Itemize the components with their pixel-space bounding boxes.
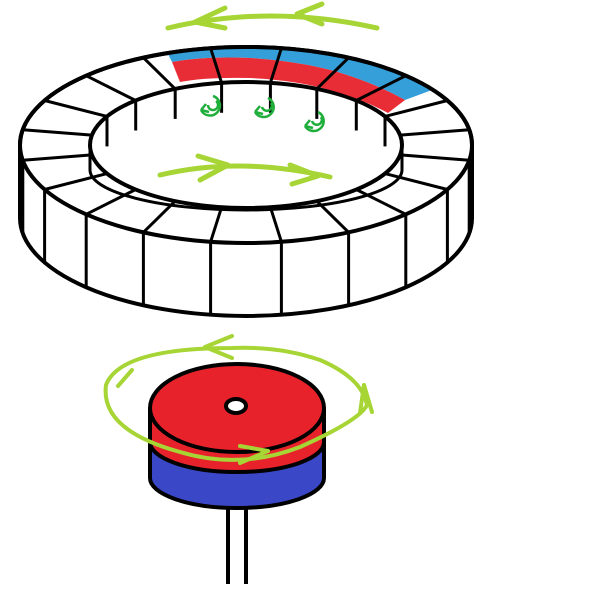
segment-divider (268, 206, 283, 243)
segment-divider (22, 153, 93, 162)
toroid-icon (17, 45, 475, 318)
segment-divider (44, 172, 108, 191)
segment-divider (142, 200, 177, 234)
field-band-red (172, 57, 405, 113)
segment-divider (355, 74, 407, 102)
segment-divider (85, 188, 137, 216)
segment-divider (355, 188, 407, 216)
segment-divider (399, 128, 470, 137)
spin-arrow-icon (199, 94, 222, 117)
segment-divider (209, 206, 224, 243)
bar-magnet-icon (148, 362, 326, 584)
field-band-blue (165, 47, 432, 100)
spin-arrow-icon (253, 96, 275, 119)
spin-arrow-icon (303, 110, 325, 133)
segment-divider (384, 172, 448, 191)
segment-divider (142, 56, 177, 90)
segment-divider (399, 153, 470, 162)
circulation-arrow-icon (157, 153, 333, 187)
toroid-inner-wall-bottom (88, 169, 404, 212)
toroid-inner-wall (88, 80, 404, 170)
field-bands (165, 47, 432, 113)
circulation-arrow-icon (165, 1, 380, 31)
segment-divider (22, 128, 93, 137)
toroid-outer-rim (18, 45, 474, 146)
magnet-center-hole (224, 397, 248, 415)
spin-arrows (199, 94, 325, 133)
segment-divider (209, 47, 224, 84)
segment-divider (315, 200, 350, 234)
segment-divider (85, 74, 137, 102)
segment-divider (315, 56, 350, 90)
lead-wires (226, 505, 248, 584)
segment-dividers (21, 47, 471, 315)
circulation-arrow-icon (103, 334, 374, 465)
segment-divider (44, 99, 108, 118)
segment-divider (268, 47, 283, 84)
segment-divider (384, 99, 448, 118)
